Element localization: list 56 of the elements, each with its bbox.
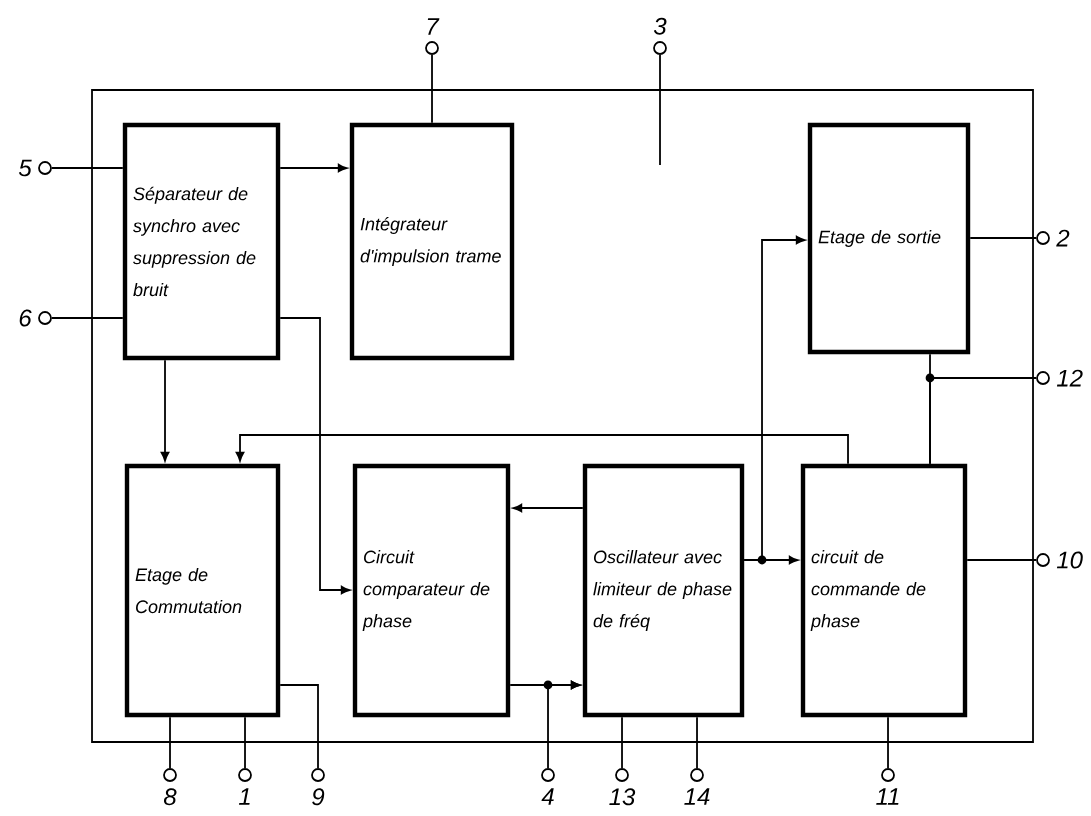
pin-terminal [1036,553,1050,567]
pin-terminal [311,768,325,782]
pin-terminal [425,41,439,55]
pin-number: 11 [876,788,899,805]
connector-line [929,377,1037,465]
pin-number: 4 [541,788,554,805]
connector-line [512,503,584,513]
block-box: Etage de sortie [807,122,971,355]
block-box: Oscillateur avec limiteur de phase de fréq [582,463,745,718]
block-box: circuit de commande de phase [800,463,968,718]
connector-line [279,163,348,173]
connector-line [743,235,806,561]
pin-number: 1 [238,788,250,805]
pin-terminal [881,768,895,782]
chip-outline [91,89,1034,743]
connector-line [279,684,319,769]
pin-terminal [38,161,52,175]
connector-line [969,237,1037,239]
block-box: Etage de Commutation [124,463,281,718]
connector-line [244,716,246,769]
pin-number: 6 [19,309,32,327]
pin-number: 14 [684,788,710,805]
block-box: Séparateur de synchro avec suppression de bruit [122,122,281,361]
connector-line [696,716,698,769]
connector-line [51,317,124,319]
connector-line [621,716,623,769]
pin-number: 9 [312,788,325,806]
connector-line [887,716,889,769]
pin-number: 10 [1056,551,1083,569]
pin-terminal [238,768,252,782]
connector-line [659,54,661,166]
pin-terminal [615,768,629,782]
connector-line [547,680,581,769]
pin-terminal [541,768,555,782]
pin-number: 8 [163,788,177,806]
pin-terminal [163,768,177,782]
connector-line [51,167,124,169]
pin-terminal [653,41,667,55]
pin-number: 12 [1056,369,1083,387]
pin-number: 7 [427,18,440,35]
pin-terminal [690,768,704,782]
pin-number: 2 [1056,229,1070,247]
connector-line [235,434,849,465]
connector-line [279,317,351,595]
pin-number: 3 [653,17,667,35]
connector-line [966,559,1037,561]
connector-line [431,54,433,124]
pin-number: 5 [18,159,32,177]
pin-terminal [1036,371,1050,385]
pin-terminal [1036,231,1050,245]
connector-line [160,359,170,462]
block-box: Intégrateur d'impulsion trame [349,122,515,361]
pin-terminal [38,311,52,325]
block-box: Circuit comparateur de phase [352,463,511,718]
connector-line [169,716,171,769]
pin-number: 13 [609,788,636,806]
